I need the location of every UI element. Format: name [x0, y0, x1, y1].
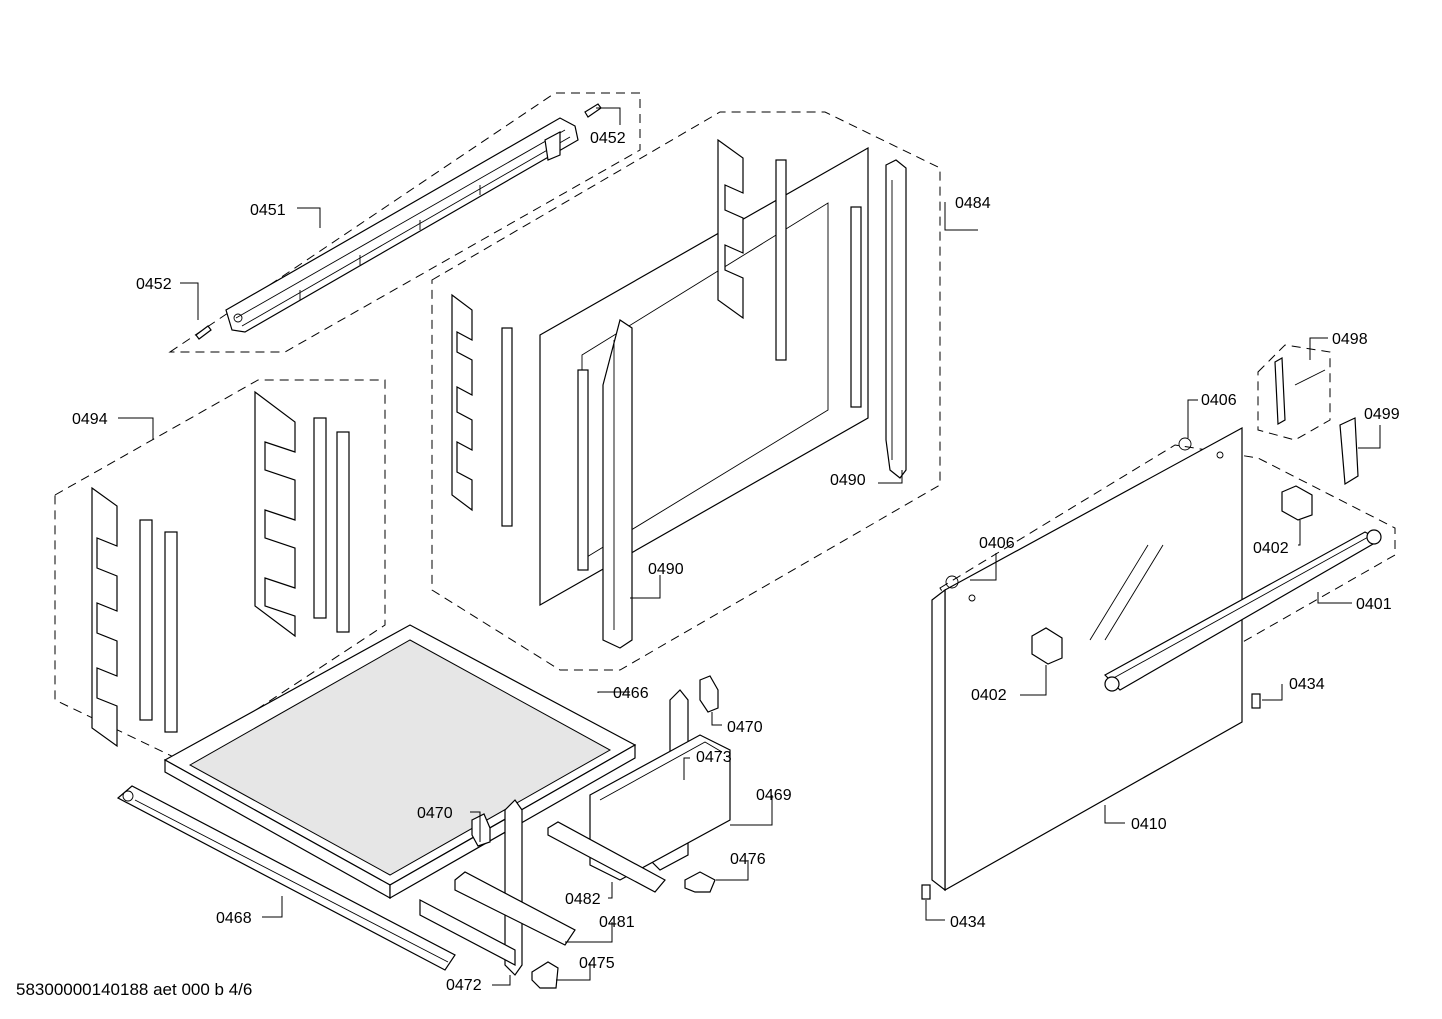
part-0401-handle — [1104, 529, 1382, 692]
label-0468: 0468 — [216, 910, 252, 927]
part-0452-pin-top — [584, 103, 602, 118]
part-0499-strip — [1339, 417, 1359, 486]
label-0410: 0410 — [1131, 816, 1167, 833]
label-0484: 0484 — [955, 195, 991, 212]
label-0406-top: 0406 — [1201, 392, 1237, 409]
label-0470-left: 0470 — [417, 805, 453, 822]
group-outline-hinge-detail — [1257, 344, 1331, 441]
label-0476: 0476 — [730, 851, 766, 868]
part-inner-glass-frame — [539, 146, 869, 607]
part-0494-side-rack-left — [91, 486, 178, 748]
group-outline-top-trim — [168, 92, 641, 353]
part-0410-outer-door — [931, 426, 1243, 892]
part-labels: 0452 0451 0452 0484 0494 0490 0490 0498 … — [72, 130, 1400, 994]
label-0475: 0475 — [579, 955, 615, 972]
label-0498: 0498 — [1332, 331, 1368, 348]
document-reference-footer: 58300000140188 aet 000 b 4/6 — [16, 980, 253, 999]
group-outline-door-inner — [431, 111, 941, 671]
label-0482: 0482 — [565, 891, 601, 908]
part-0451-top-trim — [225, 117, 579, 333]
part-0469-channel — [589, 734, 731, 881]
label-0470-right: 0470 — [727, 719, 763, 736]
label-0452-top: 0452 — [590, 130, 626, 147]
label-0402-right: 0402 — [1253, 540, 1289, 557]
part-0402-handle-mount-right — [1281, 485, 1313, 521]
part-0475-clip — [531, 961, 559, 989]
label-0490-right: 0490 — [830, 472, 866, 489]
part-0434-cap-right — [1251, 693, 1261, 709]
part-glass-clip-top — [717, 138, 862, 408]
label-0466: 0466 — [613, 685, 649, 702]
part-0472-bracket — [419, 799, 523, 976]
label-0481: 0481 — [599, 914, 635, 931]
part-0498-hinge — [1274, 356, 1326, 426]
label-0451: 0451 — [250, 202, 286, 219]
label-0452-left: 0452 — [136, 276, 172, 293]
part-0494-side-rack-right — [254, 390, 350, 638]
label-0434-right: 0434 — [1289, 676, 1325, 693]
part-0470-clip-right — [699, 675, 719, 713]
label-0469: 0469 — [756, 787, 792, 804]
part-0482-bracket — [547, 821, 666, 893]
part-0466-bottom-panel — [163, 624, 637, 900]
part-0452-pin-left — [195, 325, 212, 340]
part-0402-handle-mount-left — [1031, 627, 1063, 665]
part-glass-clip-left — [451, 293, 513, 527]
part-0470-clip-left — [471, 813, 491, 847]
part-0468-side-rail — [116, 785, 456, 971]
part-0490-rail-right — [885, 159, 907, 479]
label-0472: 0472 — [446, 977, 482, 994]
label-0401: 0401 — [1356, 596, 1392, 613]
part-0476-clip — [684, 871, 716, 893]
label-0402-left: 0402 — [971, 687, 1007, 704]
label-0490-center: 0490 — [648, 561, 684, 578]
label-0499: 0499 — [1364, 406, 1400, 423]
part-0434-cap-bottom — [921, 884, 931, 900]
label-0406-left: 0406 — [979, 535, 1015, 552]
part-0481-bracket — [454, 871, 576, 946]
label-0434-bottom: 0434 — [950, 914, 986, 931]
label-0494: 0494 — [72, 411, 108, 428]
label-0473: 0473 — [696, 749, 732, 766]
part-0490-rail-center — [577, 319, 633, 649]
leader-lines — [118, 107, 1381, 986]
group-outline-side-racks — [54, 379, 386, 761]
